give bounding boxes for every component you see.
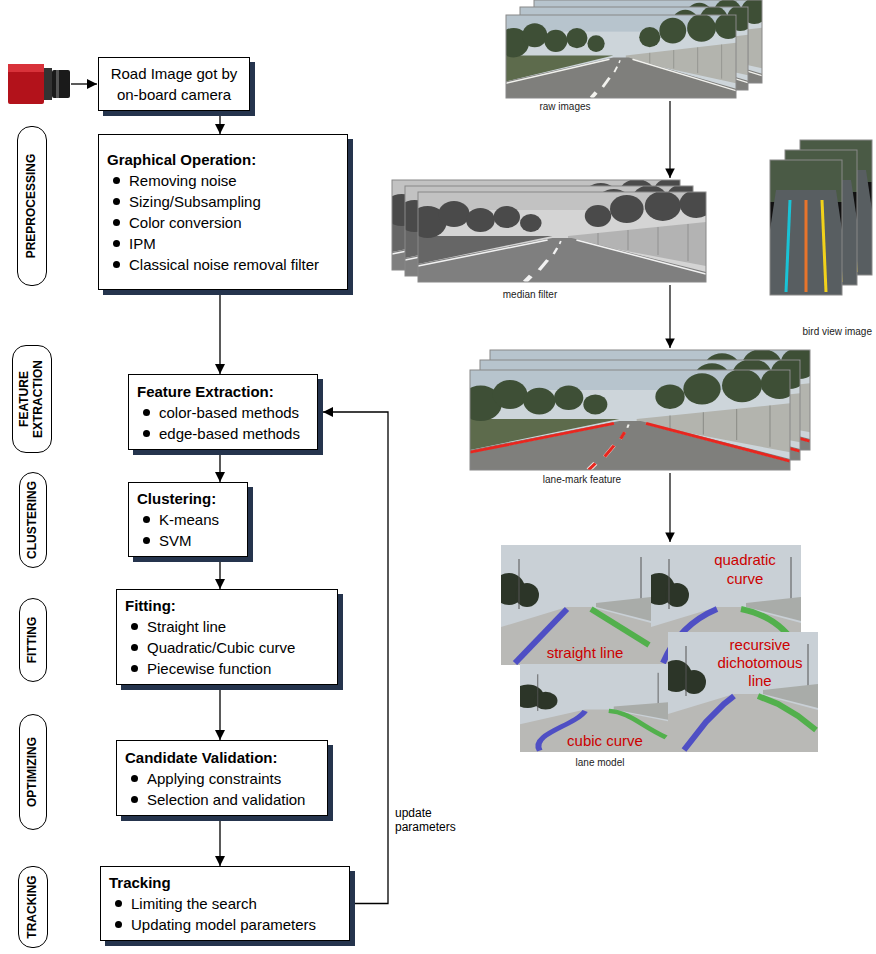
camera-icon xyxy=(8,64,97,104)
stage-label: FITTING xyxy=(19,598,47,682)
stage-name: OPTIMIZING xyxy=(26,720,40,824)
image-caption: lane model xyxy=(555,757,645,769)
image-caption: raw images xyxy=(520,101,610,113)
stage-name: CLUSTERING xyxy=(26,478,40,562)
lane-model-images xyxy=(591,609,649,645)
process-box: TrackingLimiting the searchUpdating mode… xyxy=(100,866,350,941)
bullet-item: Classical noise removal filter xyxy=(107,254,339,275)
flow-arrow xyxy=(219,295,220,374)
process-box: Fitting:Straight lineQuadratic/Cubic cur… xyxy=(116,589,338,685)
model-name: quadratic curve xyxy=(700,550,790,588)
process-box: Feature Extraction:color-based methodsed… xyxy=(128,374,318,450)
stage-label: OPTIMIZING xyxy=(19,714,47,830)
lane-mark-stack xyxy=(470,370,790,470)
bullet-item: Applying constraints xyxy=(125,768,319,789)
flow-arrow xyxy=(219,690,220,740)
stage-name: PREPROCESSING xyxy=(25,132,39,280)
image-caption: median filter xyxy=(485,289,575,301)
box-heading: Tracking xyxy=(109,872,341,893)
bullet-item: SVM xyxy=(137,530,239,551)
flow-arrow xyxy=(219,455,220,482)
lane-mark-stack xyxy=(459,348,818,470)
lane-model-images xyxy=(758,696,816,730)
camera-icon xyxy=(44,68,52,100)
lane-model-images xyxy=(493,545,651,665)
bullet-item: K-means xyxy=(137,509,239,530)
stage-name: TRACKING xyxy=(26,872,40,942)
stage-label: PREPROCESSING xyxy=(17,126,47,286)
bird-view-stack xyxy=(770,160,842,295)
median-image-stack xyxy=(408,190,713,282)
image-caption: lane-mark feature xyxy=(527,474,637,486)
raw-image-stack xyxy=(506,15,736,98)
box-heading: Clustering: xyxy=(137,488,239,509)
bullet-item: Piecewise function xyxy=(125,658,329,679)
bullet-item: Color conversion xyxy=(107,212,339,233)
process-box: Road Image got by on-board camera xyxy=(98,57,250,111)
box-heading: Feature Extraction: xyxy=(137,381,309,402)
image-arrow xyxy=(669,285,670,348)
lane-model-images xyxy=(684,696,734,750)
lane-model-images xyxy=(660,632,818,752)
box-heading: Graphical Operation: xyxy=(107,149,339,170)
box-heading: Fitting: xyxy=(125,595,329,616)
box-heading: Candidate Validation: xyxy=(125,747,319,768)
flow-arrow xyxy=(219,821,220,866)
lane-model-images xyxy=(493,545,651,665)
image-arrow xyxy=(669,101,670,542)
stage-label: CLUSTERING xyxy=(19,472,47,568)
edge-label: update parameters xyxy=(395,806,469,834)
model-name: cubic curve xyxy=(550,732,660,750)
bullet-item: Removing noise xyxy=(107,170,339,191)
raw-image-stack xyxy=(498,0,767,98)
stage-label: TRACKING xyxy=(18,866,48,948)
process-box: Candidate Validation:Applying constraint… xyxy=(116,740,328,816)
bird-view-stack xyxy=(770,160,842,295)
median-image-stack xyxy=(418,192,706,282)
raw-image-stack xyxy=(498,13,741,98)
camera-icon xyxy=(56,70,59,98)
box-text: Road Image got by on-board camera xyxy=(107,63,241,105)
lane-model-images xyxy=(512,664,668,752)
camera-icon xyxy=(8,64,44,104)
bullet-item: Straight line xyxy=(125,616,329,637)
lane-model-images xyxy=(660,632,818,752)
stage-label: FEATURE EXTRACTION xyxy=(12,345,52,453)
camera-icon xyxy=(71,83,97,84)
stage-name: FITTING xyxy=(26,604,40,676)
model-name: straight line xyxy=(530,644,640,662)
bullet-item: edge-based methods xyxy=(137,423,309,444)
image-arrow xyxy=(669,101,670,178)
bullet-item: IPM xyxy=(107,233,339,254)
flow-arrow xyxy=(219,116,220,134)
stage-name: FEATURE EXTRACTION xyxy=(18,351,46,447)
flow-arrow xyxy=(219,562,220,589)
process-box: Graphical Operation:Removing noiseSizing… xyxy=(98,134,348,290)
bullet-item: Quadratic/Cubic curve xyxy=(125,637,329,658)
bird-view-stack xyxy=(770,140,872,295)
bullet-item: Sizing/Subsampling xyxy=(107,191,339,212)
median-image-stack xyxy=(382,178,713,282)
bullet-item: Selection and validation xyxy=(125,789,319,810)
camera-icon xyxy=(52,70,70,98)
image-arrow xyxy=(669,473,670,542)
lane-model-images xyxy=(493,545,818,752)
camera-icon xyxy=(8,64,44,72)
process-box: Clustering:K-meansSVM xyxy=(128,482,248,557)
bullet-item: Updating model parameters xyxy=(109,914,341,935)
lane-model-images xyxy=(512,664,668,752)
lane-mark-stack xyxy=(459,368,798,470)
bullet-item: Limiting the search xyxy=(109,893,341,914)
bullet-item: color-based methods xyxy=(137,402,309,423)
model-name: recursive dichotomous line xyxy=(706,636,814,690)
image-caption: bird view image xyxy=(778,326,872,338)
